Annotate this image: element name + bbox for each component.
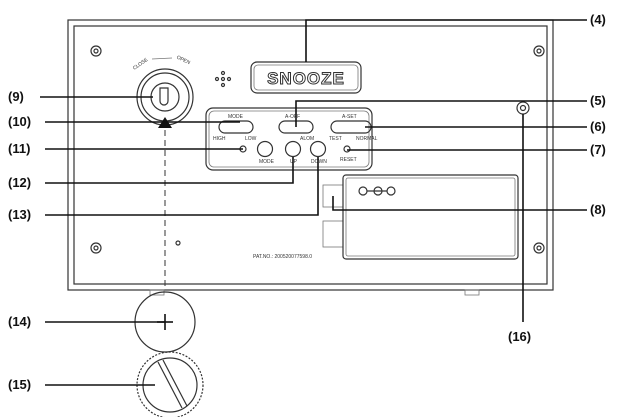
callout-16: (16)	[508, 329, 531, 344]
screws	[90, 45, 545, 254]
callout-4: (4)	[590, 12, 606, 27]
mode-button-label: MODE	[259, 159, 275, 165]
up-button[interactable]	[284, 140, 302, 158]
speaker-holes	[214, 70, 232, 88]
control-panel: MODE HIGH LOW A-OFF ALOM A-SET TEST NORM…	[205, 107, 378, 171]
callout-9: (9)	[8, 89, 24, 104]
battery-compartment: PAT.NO.: 200520077598.0	[253, 174, 519, 260]
snooze-label: SNOOZE	[267, 69, 345, 88]
knob-close-label: CLOSE	[132, 57, 150, 72]
battery-lock-knob: CLOSE OPEN	[132, 55, 194, 128]
callout-13: (13)	[8, 207, 31, 222]
callout-lines	[40, 19, 587, 386]
switch3-top-label: A-SET	[342, 114, 357, 120]
callout-11: (11)	[8, 141, 30, 156]
switch3-left-label: TEST	[329, 136, 342, 142]
dc-jack	[516, 101, 530, 115]
down-button[interactable]	[309, 140, 327, 158]
knob-open-label: OPEN	[176, 55, 192, 67]
mode-button[interactable]	[256, 140, 274, 158]
callout-12: (12)	[8, 175, 31, 190]
up-button-label: UP	[290, 159, 298, 165]
callout-8: (8)	[590, 202, 606, 217]
switch2-top-label: A-OFF	[285, 114, 300, 120]
callout-14: (14)	[8, 314, 31, 329]
snooze-button[interactable]: SNOOZE	[250, 61, 362, 94]
reset-label: RESET	[340, 157, 357, 163]
callout-10: (10)	[8, 114, 31, 129]
reset-button[interactable]	[343, 145, 351, 153]
mode-switch[interactable]	[218, 120, 254, 134]
callout-7: (7)	[590, 142, 606, 157]
callout-15: (15)	[8, 377, 31, 392]
switch2-right-label: ALOM	[300, 136, 314, 142]
patent-number: PAT.NO.: 200520077598.0	[253, 254, 312, 260]
down-button-label: DOWN	[311, 159, 327, 165]
switch1-top-label: MODE	[228, 114, 244, 120]
callout-5: (5)	[590, 93, 606, 108]
callout-6: (6)	[590, 119, 606, 134]
battery-cover	[134, 130, 196, 353]
switch1-right-label: LOW	[245, 136, 257, 142]
switch1-left-label: HIGH	[213, 136, 226, 142]
switch3-right-label: NORMAL	[356, 136, 378, 142]
